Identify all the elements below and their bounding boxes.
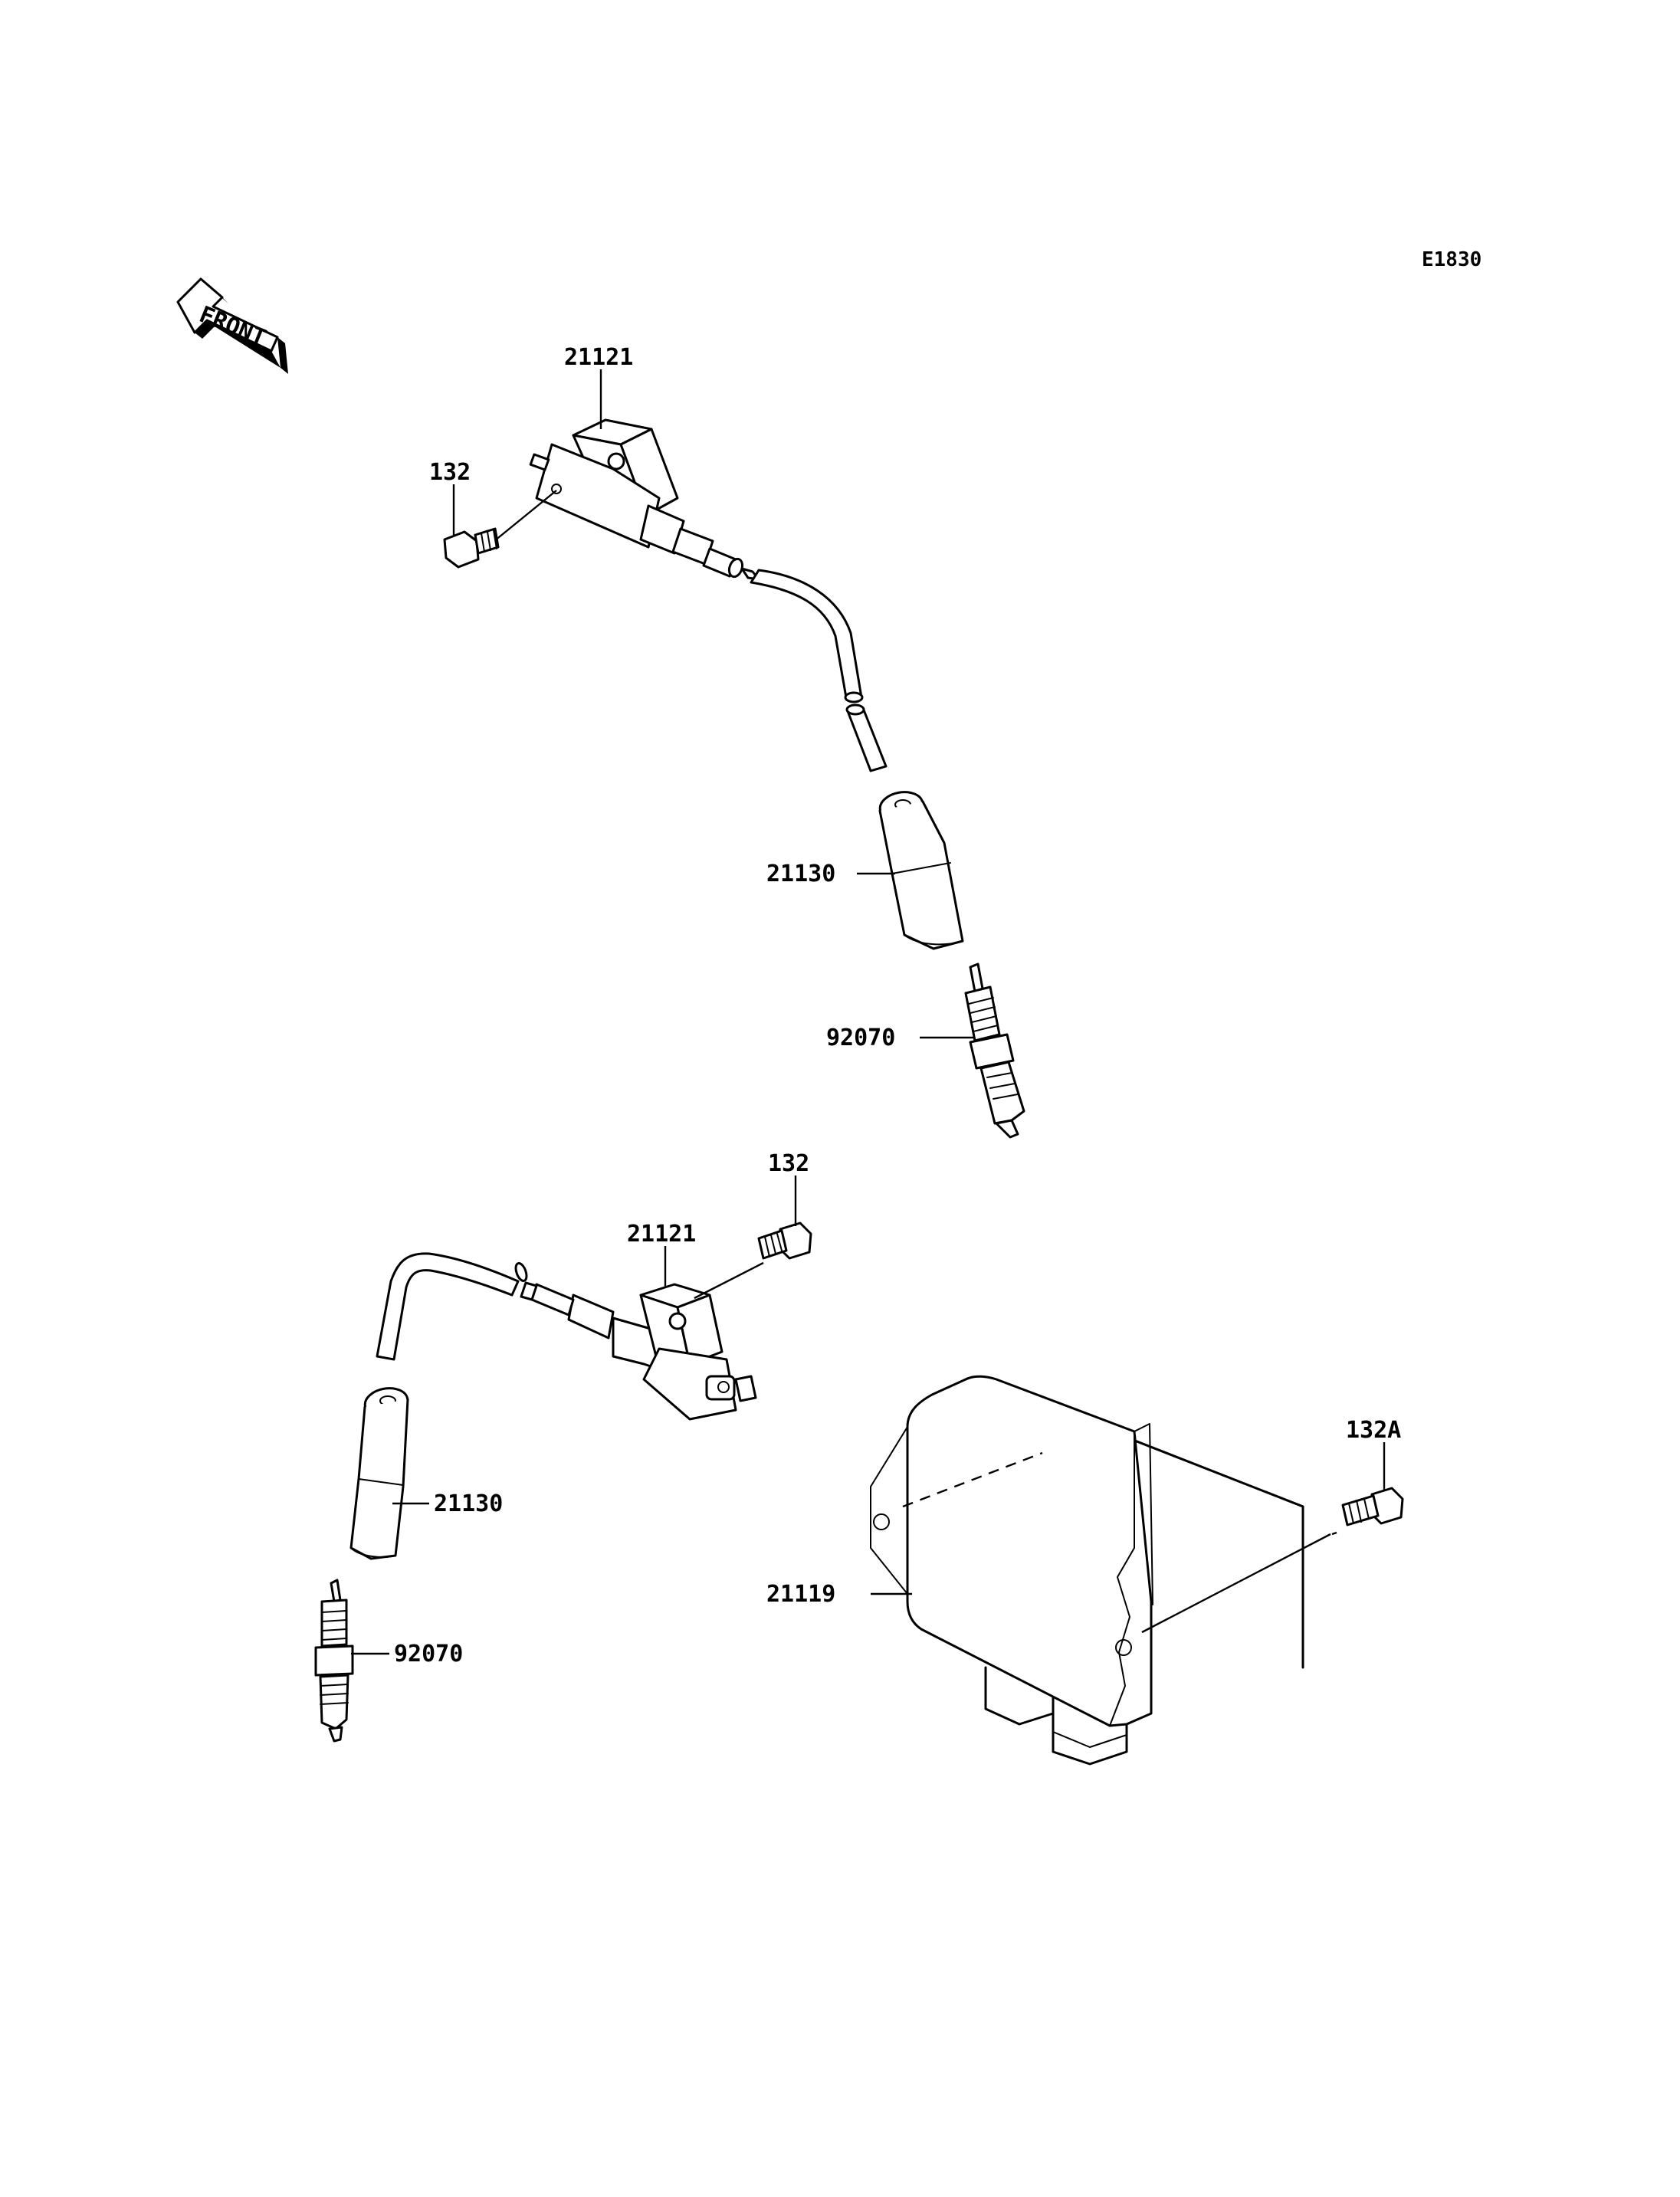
spark-plug-bottom xyxy=(314,1579,354,1743)
callout-21130-top: 21130 xyxy=(766,861,835,887)
ht-lead-bottom xyxy=(376,1252,538,1361)
diagram-code: E1830 xyxy=(1422,248,1481,271)
ignition-coil-top xyxy=(529,418,744,579)
ecu-unit xyxy=(870,1375,1304,1766)
plug-cap-bottom xyxy=(349,1387,409,1560)
callout-21130-bottom: 21130 xyxy=(434,1490,503,1517)
bolt-top xyxy=(443,527,500,569)
callout-21121-bottom: 21121 xyxy=(627,1221,696,1248)
plug-cap-top xyxy=(878,791,964,950)
callout-132-mid: 132 xyxy=(768,1150,809,1177)
bolt-middle xyxy=(757,1221,812,1260)
callout-132-top: 132 xyxy=(429,459,471,486)
ht-lead-top xyxy=(740,567,888,772)
callout-132a: 132A xyxy=(1346,1417,1401,1444)
callout-21121-top: 21121 xyxy=(564,344,633,371)
ignition-coil-bottom xyxy=(530,1283,757,1421)
front-arrow-icon: FRONT xyxy=(176,277,288,374)
callout-92070-top: 92070 xyxy=(826,1025,895,1051)
front-label: FRONT xyxy=(195,301,270,352)
spark-plug-top xyxy=(964,962,1025,1139)
callout-21119: 21119 xyxy=(766,1581,835,1608)
bolt-ecu xyxy=(1341,1487,1404,1526)
callout-92070-bottom: 92070 xyxy=(394,1641,463,1667)
